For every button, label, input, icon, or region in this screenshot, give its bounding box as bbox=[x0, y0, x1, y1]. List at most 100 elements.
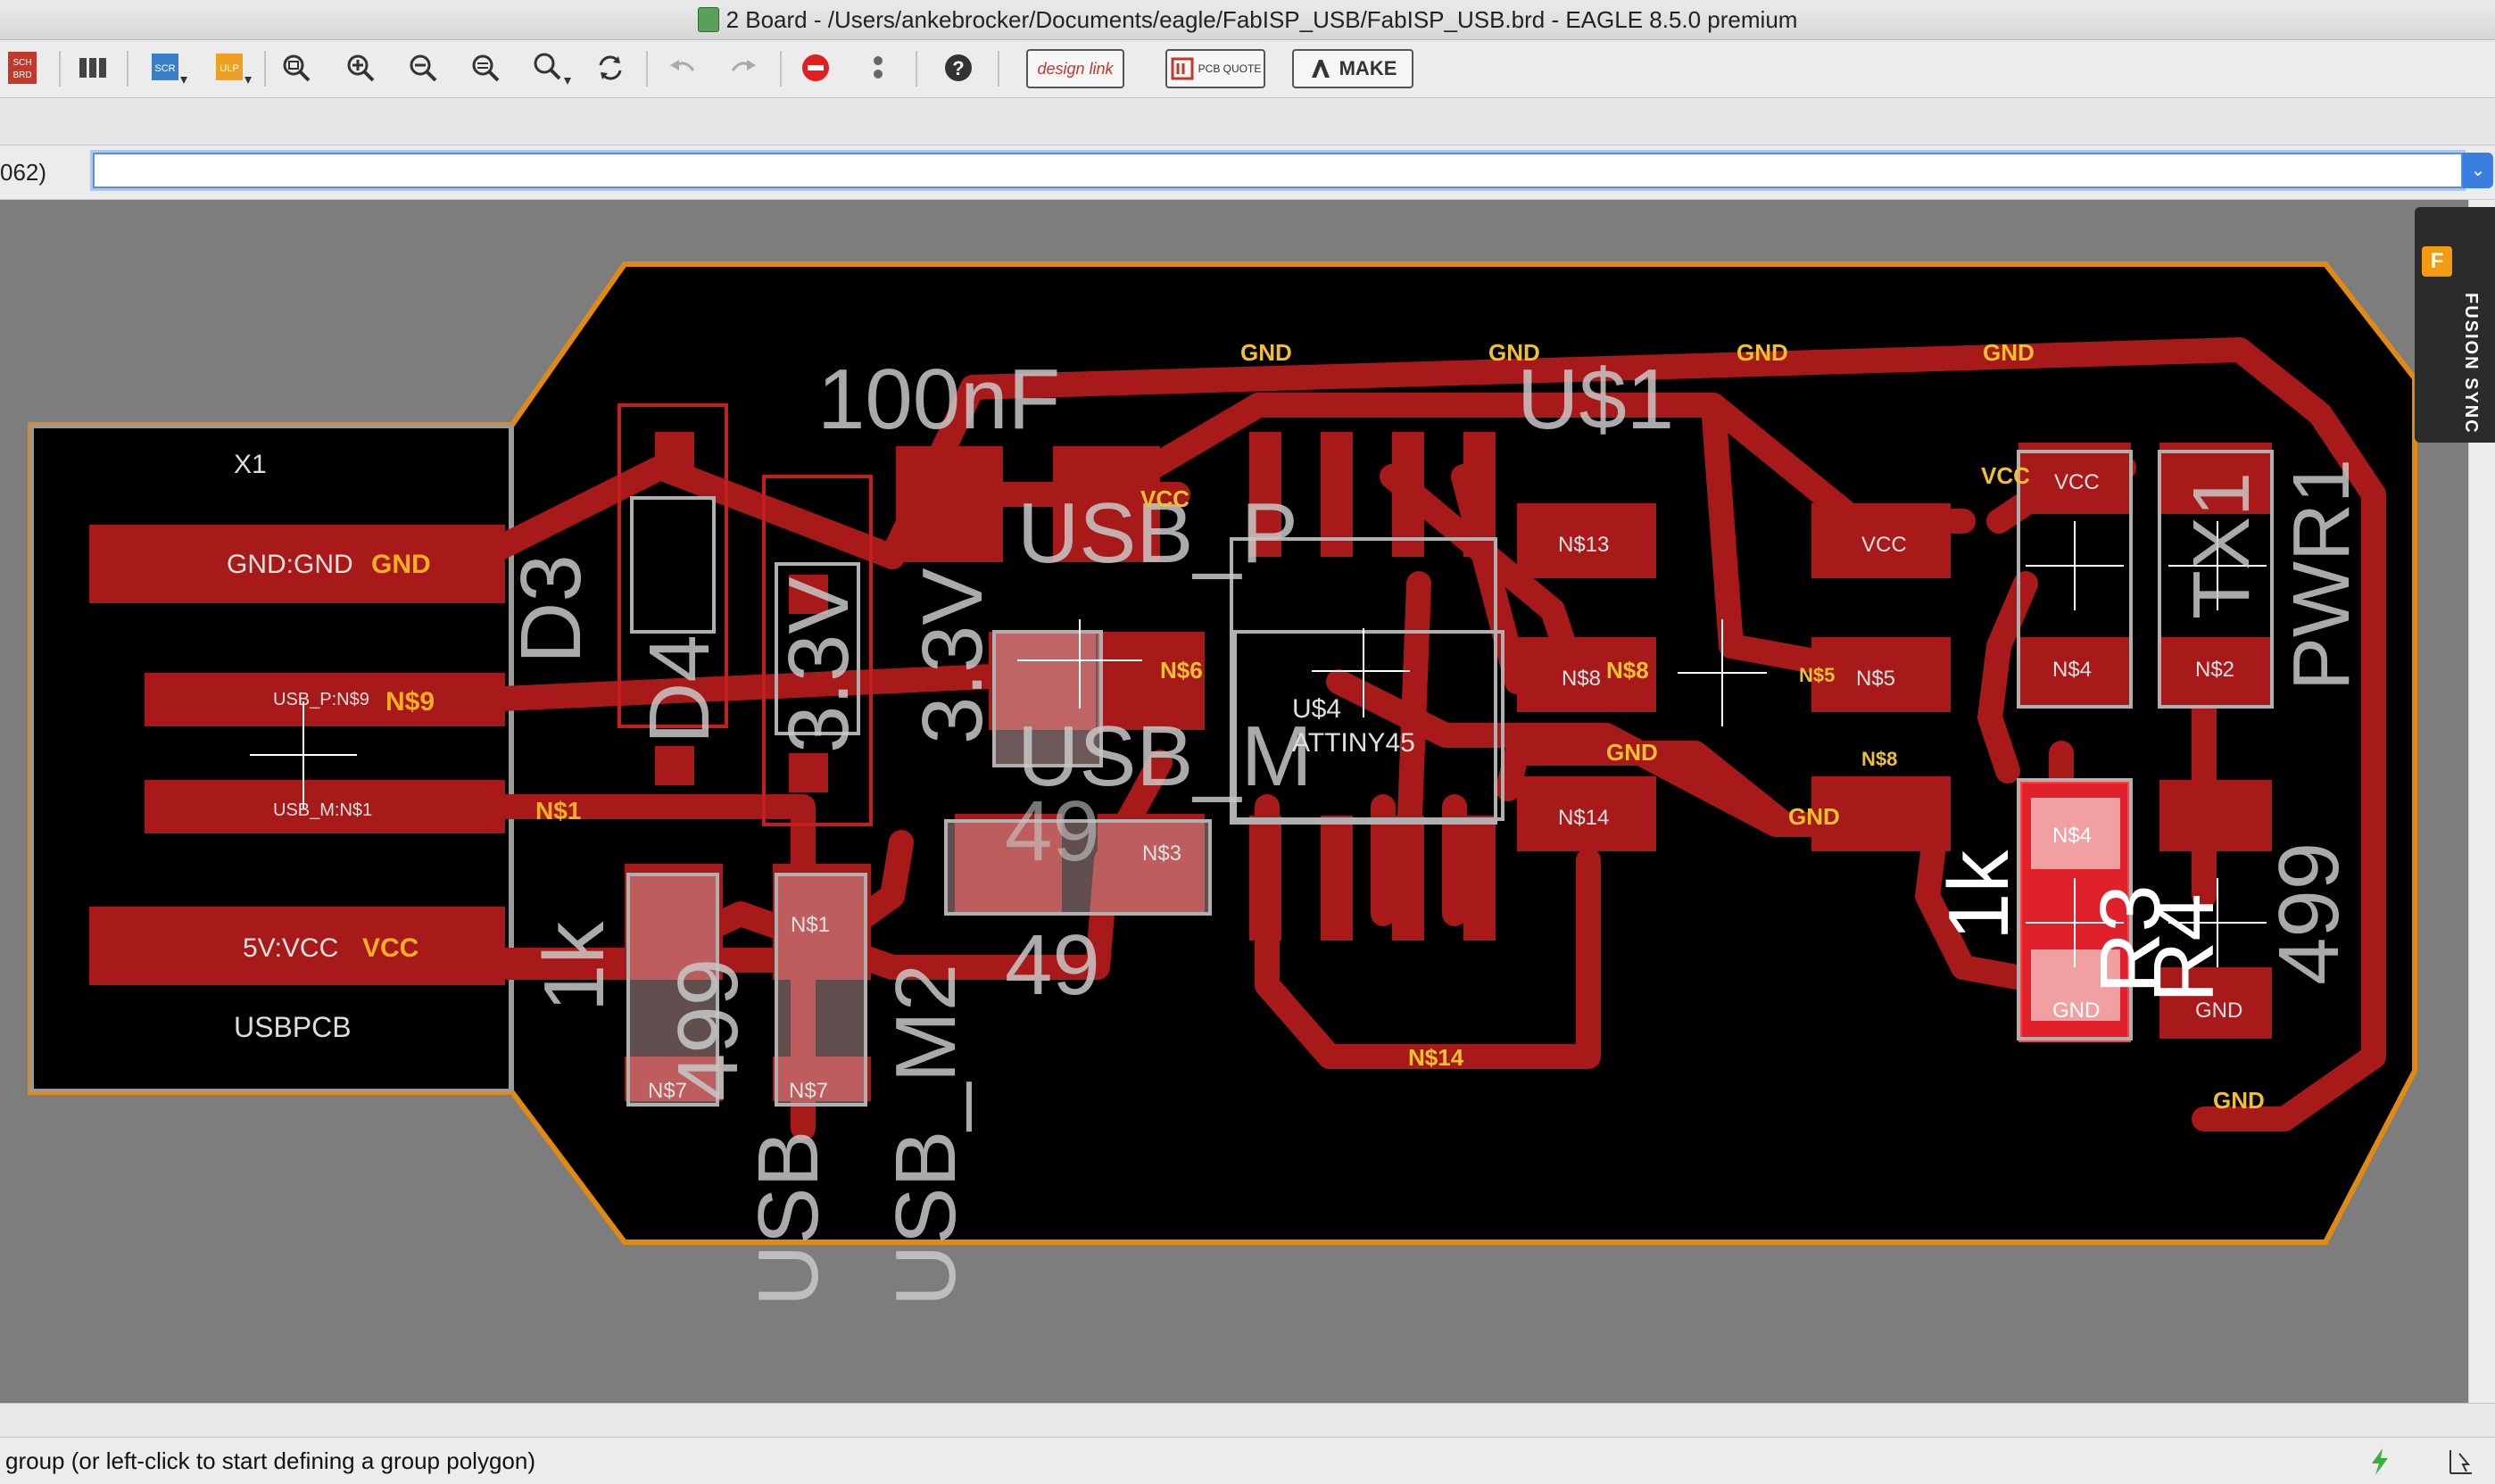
pad-label-n4-b: N$4 bbox=[2052, 824, 2092, 848]
status-message: group (or left-click to start defining a… bbox=[5, 1447, 535, 1474]
horizontal-scrollbar[interactable] bbox=[0, 1403, 2495, 1438]
label-3v3-b: 3.3V bbox=[905, 568, 1000, 744]
label-gnd-pad: GND:GND bbox=[227, 550, 353, 579]
redraw-button[interactable] bbox=[591, 47, 630, 88]
stop-icon bbox=[802, 54, 829, 81]
zoom-in-button[interactable] bbox=[341, 47, 380, 88]
redo-button[interactable] bbox=[725, 47, 764, 88]
label-3v3: 3.3V bbox=[771, 577, 866, 753]
design-link-button[interactable]: design link bbox=[1026, 49, 1124, 88]
label-1k: 1k bbox=[526, 921, 622, 1012]
pad-label-n7-a: N$7 bbox=[648, 1079, 687, 1103]
go-button[interactable] bbox=[860, 47, 896, 88]
undo-button[interactable] bbox=[662, 47, 701, 88]
pcb-quote-button[interactable]: PCB QUOTE bbox=[1165, 49, 1265, 88]
zoom-out-icon bbox=[410, 54, 437, 82]
command-input[interactable] bbox=[93, 153, 2463, 188]
label-usb-m-part: USB_M bbox=[1017, 709, 1313, 804]
net-gnd-5: GND bbox=[1606, 739, 1658, 766]
pad-label-n13: N$13 bbox=[1558, 533, 1609, 557]
label-vcc-net: VCC bbox=[362, 933, 419, 963]
window-title-text: 2 Board - /Users/ankebrocker/Documents/e… bbox=[725, 6, 1798, 33]
resize-grip-icon[interactable] bbox=[2445, 1447, 2475, 1481]
net-n14: N$14 bbox=[1408, 1044, 1464, 1071]
net-gnd-1: GND bbox=[1240, 339, 1292, 366]
cursor-coordinate: 062) bbox=[0, 159, 47, 186]
label-49a: 49 bbox=[1005, 917, 1100, 1013]
help-icon: ? bbox=[945, 54, 972, 81]
zoom-select-button[interactable] bbox=[530, 47, 575, 88]
board-document-icon bbox=[697, 7, 719, 32]
net-n8-b: N$8 bbox=[1861, 748, 1897, 770]
status-bar: group (or left-click to start defining a… bbox=[0, 1437, 2495, 1484]
label-usb-m: USB_M:N$1 bbox=[273, 800, 372, 820]
layer-settings-button[interactable] bbox=[75, 47, 111, 88]
undo-icon bbox=[670, 60, 695, 71]
zoom-fit-button[interactable] bbox=[277, 47, 316, 88]
ulp-button[interactable]: ULP bbox=[211, 47, 255, 88]
title-bar: 2 Board - /Users/ankebrocker/Documents/e… bbox=[0, 0, 2495, 40]
command-line-row: 062) ⌄ bbox=[0, 145, 2495, 200]
label-1k-b: 1k bbox=[1931, 850, 2027, 941]
label-d4: D4 bbox=[632, 634, 727, 744]
lightning-icon[interactable] bbox=[2367, 1447, 2393, 1481]
net-labels: GND GND GND GND VCC VCC GND GND GND N$8 … bbox=[1140, 339, 2265, 1114]
stop-button[interactable] bbox=[796, 47, 835, 88]
label-gnd-net: GND bbox=[371, 550, 431, 579]
net-n5: N$5 bbox=[1799, 664, 1835, 686]
zoom-previous-icon bbox=[472, 54, 500, 82]
pad-label-n8: N$8 bbox=[1562, 667, 1601, 691]
label-499: 499 bbox=[660, 958, 756, 1101]
pad-label-vcc: VCC bbox=[1861, 533, 1907, 557]
label-49b: 49 bbox=[1005, 783, 1100, 879]
label-n9: N$9 bbox=[385, 687, 435, 717]
pad-label-vcc-tx: VCC bbox=[2054, 470, 2100, 494]
label-tx1: TX1 bbox=[2177, 472, 2267, 619]
zoom-in-icon bbox=[347, 54, 375, 82]
svg-text:ULP: ULP bbox=[220, 63, 238, 74]
net-vcc-2: VCC bbox=[1981, 462, 2030, 489]
label-n1: N$1 bbox=[535, 797, 581, 825]
zoom-previous-button[interactable] bbox=[466, 47, 505, 88]
fusion-sync-panel-tab[interactable]: F FUSION SYNC bbox=[2415, 207, 2495, 443]
pad-usb-p bbox=[145, 673, 505, 726]
label-u4: U$4 bbox=[1292, 694, 1341, 724]
fusion-sync-label: FUSION SYNC bbox=[2461, 293, 2481, 435]
help-button[interactable]: ? bbox=[939, 47, 978, 88]
sch-brd-switch-button[interactable]: SCH BRD bbox=[5, 47, 39, 88]
net-n8: N$8 bbox=[1606, 657, 1649, 684]
pad-label-n2: N$2 bbox=[2195, 658, 2234, 682]
pad-label-n14: N$14 bbox=[1558, 806, 1609, 830]
chevron-down-icon: ⌄ bbox=[2470, 161, 2486, 180]
zoom-out-button[interactable] bbox=[403, 47, 443, 88]
label-usbpcb: USBPCB bbox=[234, 1011, 352, 1043]
svg-text:BRD: BRD bbox=[12, 70, 31, 80]
label-usb-b: USB_M2 bbox=[878, 964, 974, 1306]
label-attiny45: ATTINY45 bbox=[1292, 728, 1415, 758]
pad-label-n4: N$4 bbox=[2052, 658, 2092, 682]
make-icon bbox=[1311, 60, 1330, 78]
board-editor-canvas[interactable]: X1 USBPCB GND:GND GND USB_P:N$9 N$9 USB_… bbox=[0, 200, 2495, 1403]
label-pwr1: PWR1 bbox=[2277, 459, 2367, 691]
net-n6: N$6 bbox=[1160, 657, 1203, 684]
pcb-quote-icon bbox=[1171, 57, 1194, 80]
command-history-dropdown[interactable]: ⌄ bbox=[2463, 153, 2493, 188]
net-gnd-4: GND bbox=[1983, 339, 2035, 366]
pad-label-n7-b: N$7 bbox=[789, 1079, 828, 1103]
pad-gnd bbox=[89, 525, 505, 603]
pads bbox=[89, 432, 2272, 1101]
sch-brd-icon-text: SCH bbox=[12, 58, 31, 68]
origin-crosses bbox=[250, 521, 2267, 967]
window-title: 2 Board - /Users/ankebrocker/Documents/e… bbox=[0, 0, 2495, 39]
zoom-fit-icon bbox=[283, 54, 311, 82]
pad-label-gnd-r4: GND bbox=[2195, 999, 2242, 1023]
net-gnd-3: GND bbox=[1737, 339, 1788, 366]
fusion-icon: F bbox=[2422, 246, 2452, 277]
redraw-icon bbox=[599, 55, 622, 80]
label-100nf: 100nF bbox=[817, 352, 1060, 447]
label-usb-p-part: USB_P bbox=[1017, 485, 1298, 581]
script-button[interactable]: SCR bbox=[146, 47, 191, 88]
label-r4: R4 bbox=[2136, 893, 2232, 1003]
make-button[interactable]: MAKE bbox=[1292, 49, 1413, 88]
label-vcc-pad: 5V:VCC bbox=[243, 933, 338, 963]
